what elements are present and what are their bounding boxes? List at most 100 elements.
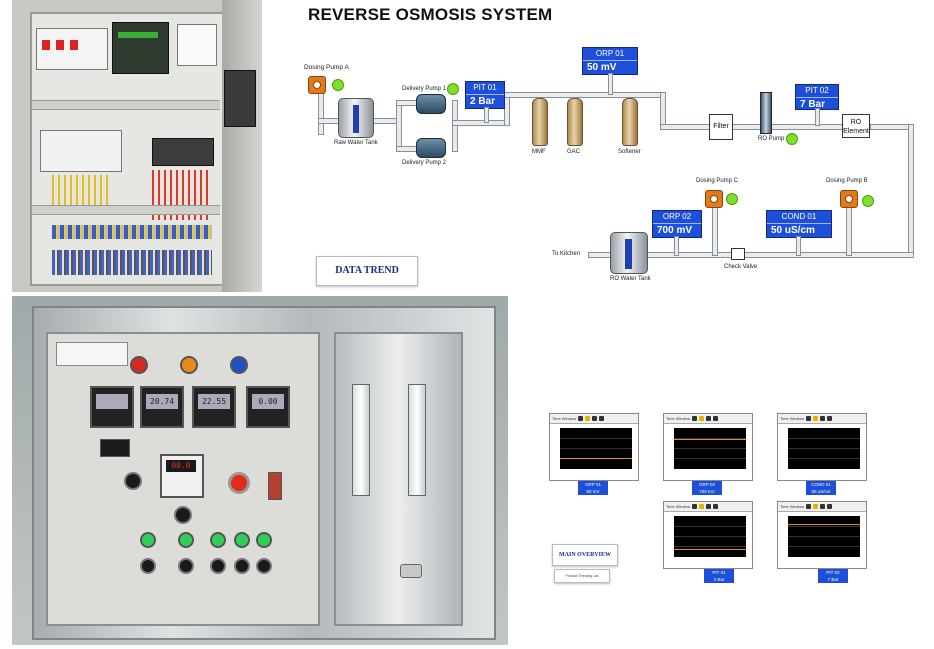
dosing-pump-a-status <box>332 79 344 91</box>
green-light-4 <box>234 532 250 548</box>
cond01-value: 50 uS/cm <box>771 225 815 236</box>
trend-line <box>674 439 746 440</box>
product-trend-button[interactable]: Product Trending List <box>554 569 610 583</box>
check-valve-label: Check Valve <box>724 264 758 270</box>
mmf-vessel[interactable] <box>532 98 548 146</box>
trend-panel-orp02[interactable]: Time Window <box>663 413 753 481</box>
zoom-in-icon[interactable] <box>713 504 719 510</box>
main-overview-button[interactable]: MAIN OVERVIEW <box>552 544 618 566</box>
forward-icon[interactable] <box>820 504 826 510</box>
filter-box[interactable]: Filter <box>709 114 733 140</box>
delivery-pump-1-label: Delivery Pump 1 <box>402 86 447 92</box>
page-title: REVERSE OSMOSIS SYSTEM <box>308 5 553 24</box>
orp02-tag[interactable]: ORP 02 700 mV <box>652 210 702 238</box>
orp02-stem <box>674 236 679 256</box>
rewind-icon[interactable] <box>692 504 698 510</box>
dosing-pump-a-label: Dosing Pump A <box>304 64 349 71</box>
pause-icon[interactable] <box>585 416 591 422</box>
softener-vessel[interactable] <box>622 98 638 146</box>
control-cabinet-photo: 20.74 22.55 0.00 00.0 <box>12 296 508 645</box>
dosing-pump-c-icon[interactable] <box>705 190 723 208</box>
filter-label: Filter <box>713 123 729 130</box>
zoom-in-icon[interactable] <box>599 416 605 422</box>
flowmeter-2 <box>408 384 426 496</box>
green-light-2 <box>178 532 194 548</box>
trend-panel-orp01[interactable]: Time Window <box>549 413 639 481</box>
ro-pump-status <box>786 133 798 145</box>
meter-4: 0.00 <box>246 386 290 428</box>
meter-2-screen: 20.74 <box>146 394 178 409</box>
delivery-pump-2-label: Delivery Pump 2 <box>402 160 447 166</box>
cond01-tag[interactable]: COND 01 50 uS/cm <box>766 210 832 238</box>
trend-panel-pit01[interactable]: Time Window <box>663 501 753 569</box>
forward-icon[interactable] <box>820 416 826 422</box>
ro-element-box[interactable]: RO Element <box>842 114 870 138</box>
rewind-icon[interactable] <box>806 504 812 510</box>
selector-2 <box>178 558 194 574</box>
dosing-pump-c-status <box>726 193 738 205</box>
selector-switch <box>124 472 142 490</box>
rewind-icon[interactable] <box>692 416 698 422</box>
zoom-in-icon[interactable] <box>713 416 719 422</box>
power-supply <box>224 70 256 127</box>
dosing-pump-a-icon[interactable] <box>308 76 326 94</box>
forward-icon[interactable] <box>592 416 598 422</box>
trend-line <box>788 524 860 525</box>
to-kitchen-label: To Kitchen <box>552 251 581 257</box>
door-latch <box>268 472 282 500</box>
trend-panel-pit02[interactable]: Time Window <box>777 501 867 569</box>
trend-plot <box>560 428 632 469</box>
controller-display: 00.0 <box>166 460 196 472</box>
flowmeter-1 <box>352 384 370 496</box>
raw-water-tank-label: Raw Water Tank <box>334 140 378 146</box>
pipe-pretreat-header <box>504 92 666 98</box>
raw-water-tank[interactable] <box>338 98 374 138</box>
pit02-tag[interactable]: PIT 02 7 Bar <box>795 84 839 110</box>
mmf-label: MMF <box>532 149 546 155</box>
pipe-raw-in <box>318 118 340 124</box>
pipe-delivery-merge <box>452 100 458 152</box>
pipe-pretreat-down <box>660 92 666 128</box>
meter-2: 20.74 <box>140 386 184 428</box>
dosing-pump-b-label: Dosing Pump B <box>826 178 868 184</box>
pipe-to-filter <box>660 124 712 130</box>
zoom-in-icon[interactable] <box>827 504 833 510</box>
trend-plot <box>788 428 860 469</box>
cable-bundle <box>52 250 212 275</box>
ro-pump-icon[interactable] <box>760 92 772 134</box>
breaker-red-2 <box>56 40 64 50</box>
raw-tank-level <box>352 105 359 133</box>
pit01-tag[interactable]: PIT 01 2 Bar <box>465 81 505 109</box>
dosing-pump-b-status <box>862 195 874 207</box>
trend-toolbar: Time Window <box>664 414 752 424</box>
pit02-name: PIT 02 <box>796 85 838 98</box>
ro-element-label: RO Element <box>843 119 869 135</box>
pause-icon[interactable] <box>813 504 819 510</box>
pause-icon[interactable] <box>699 416 705 422</box>
trend-panel-cond01[interactable]: Time Window <box>777 413 867 481</box>
delivery-pump-1-icon[interactable] <box>416 94 446 114</box>
ro-water-tank[interactable] <box>610 232 648 274</box>
pit01-stem <box>484 107 489 123</box>
dosing-pump-b-icon[interactable] <box>840 190 858 208</box>
breaker-red-3 <box>70 40 78 50</box>
pause-icon[interactable] <box>699 504 705 510</box>
delivery-pump-2-icon[interactable] <box>416 138 446 158</box>
data-trend-button[interactable]: DATA TREND <box>316 256 418 286</box>
orp01-tag[interactable]: ORP 01 50 mV <box>582 47 638 75</box>
orp02-value: 700 mV <box>657 225 693 236</box>
pipe-delivery-bottom <box>396 146 418 152</box>
ro-water-tank-label: RO Water Tank <box>610 276 651 282</box>
green-light-1 <box>140 532 156 548</box>
check-valve-icon[interactable] <box>731 248 745 260</box>
pause-icon[interactable] <box>813 416 819 422</box>
forward-icon[interactable] <box>706 504 712 510</box>
rewind-icon[interactable] <box>578 416 584 422</box>
gac-vessel[interactable] <box>567 98 583 146</box>
forward-icon[interactable] <box>706 416 712 422</box>
rewind-icon[interactable] <box>806 416 812 422</box>
zoom-in-icon[interactable] <box>827 416 833 422</box>
trend-toolbar: Time Window <box>778 414 866 424</box>
